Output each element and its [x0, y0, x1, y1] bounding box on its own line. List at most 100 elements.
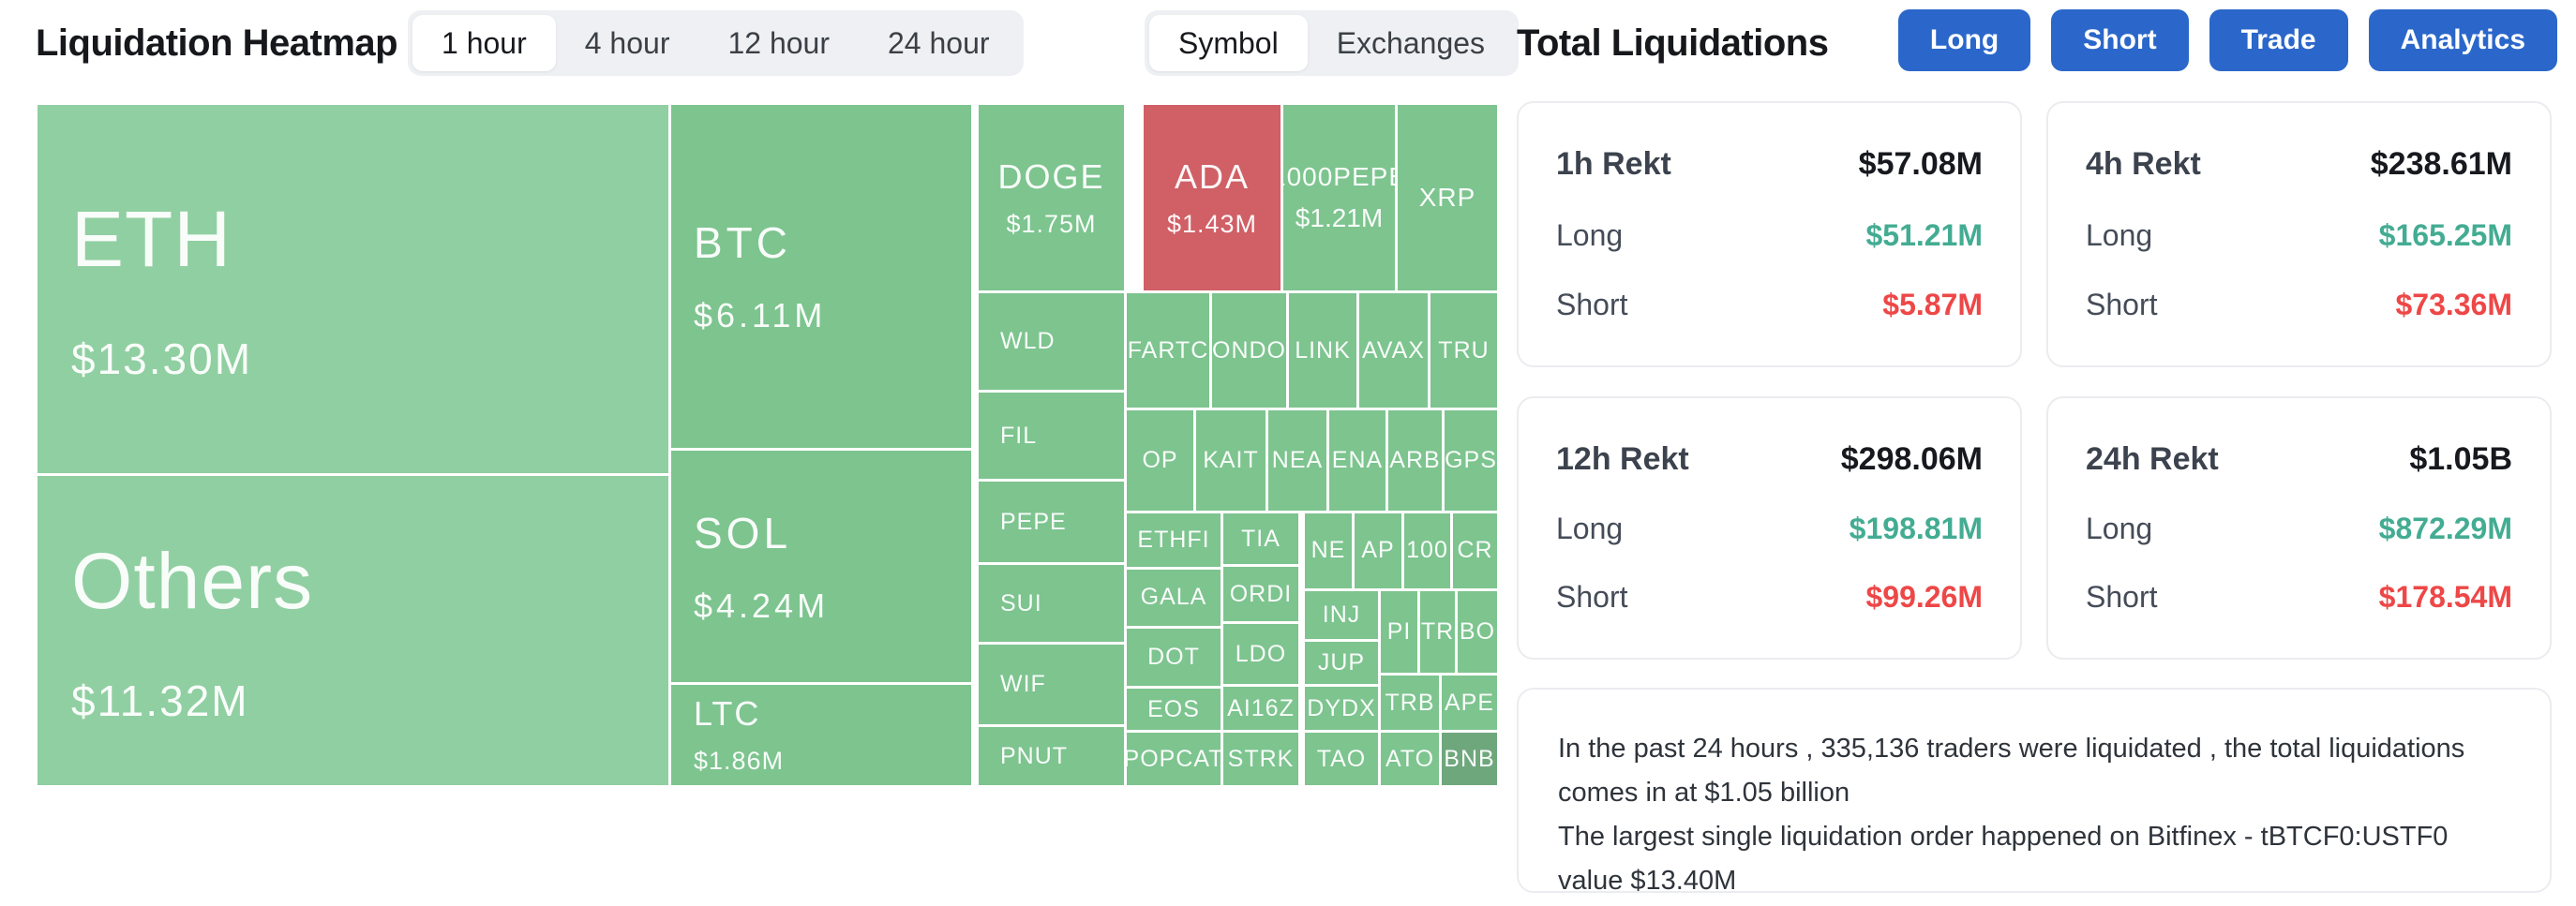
- treemap-cell-op[interactable]: OP: [1127, 409, 1193, 511]
- treemap-cell-xrp[interactable]: XRP: [1398, 105, 1497, 290]
- treemap-cell-label: ATO: [1385, 745, 1435, 772]
- treemap-cell-tr[interactable]: TR: [1420, 591, 1455, 673]
- treemap-cell-gps[interactable]: GPS: [1445, 409, 1497, 511]
- treemap-cell-fartc[interactable]: FARTC: [1127, 293, 1209, 408]
- treemap-cell-ato[interactable]: ATO: [1381, 733, 1439, 785]
- treemap-cell-label: LTC: [694, 694, 761, 733]
- treemap-cell-label: ETH: [71, 195, 232, 283]
- treemap-cell-label: ETHFI: [1137, 527, 1210, 553]
- treemap-cell-cr[interactable]: CR: [1453, 513, 1497, 588]
- tab-24-hour[interactable]: 24 hour: [888, 25, 990, 60]
- treemap-cell-sol[interactable]: SOL $4.24M: [671, 451, 971, 682]
- treemap-cell-label: BO: [1459, 618, 1496, 645]
- trade-button[interactable]: Trade: [2209, 9, 2348, 71]
- treemap-cell-ai16z[interactable]: AI16Z: [1223, 687, 1298, 730]
- treemap-cell-link[interactable]: LINK: [1289, 293, 1356, 408]
- treemap-cell-label: LDO: [1235, 640, 1287, 667]
- treemap-cell-label: BTC: [694, 218, 791, 267]
- view-mode-tabs: Symbol Exchanges: [1145, 10, 1520, 76]
- page-title: Liquidation Heatmap: [36, 22, 398, 64]
- treemap-cell-label: AI16Z: [1227, 694, 1295, 721]
- treemap-cell-wld[interactable]: WLD: [979, 293, 1124, 390]
- short-button[interactable]: Short: [2051, 9, 2189, 71]
- long-value: $198.81M: [1849, 512, 1983, 545]
- treemap-cell-tru[interactable]: TRU: [1430, 293, 1497, 408]
- treemap-cell-trb[interactable]: TRB: [1381, 676, 1439, 730]
- treemap-cell-wif[interactable]: WIF: [979, 645, 1124, 724]
- treemap-cell-bnb[interactable]: BNB: [1442, 733, 1497, 785]
- treemap-cell-inj[interactable]: INJ: [1305, 591, 1378, 639]
- treemap-cell-others[interactable]: Others$11.32M: [37, 476, 668, 785]
- treemap-cell-sui[interactable]: SUI: [979, 565, 1124, 642]
- card-row: Short$178.54M: [2086, 580, 2512, 615]
- treemap-cell-tao[interactable]: TAO: [1305, 733, 1378, 785]
- treemap-cell-pnut[interactable]: PNUT: [979, 727, 1124, 785]
- short-value: $73.36M: [2395, 288, 2512, 321]
- treemap-cell-nea[interactable]: NEA: [1268, 409, 1326, 511]
- treemap-cell-fil[interactable]: FIL: [979, 393, 1124, 479]
- treemap-cell-ldo[interactable]: LDO: [1223, 624, 1298, 684]
- treemap-cell-value: $6.11M: [694, 296, 827, 334]
- treemap-cell-pi[interactable]: PI: [1381, 591, 1417, 673]
- treemap-cell-label: TRB: [1385, 689, 1435, 716]
- treemap-cell-label: AP: [1361, 537, 1395, 564]
- treemap-cell-dot[interactable]: DOT: [1127, 629, 1221, 686]
- treemap-cell-value: $11.32M: [71, 676, 249, 725]
- treemap-cell-label: ARB: [1389, 446, 1441, 473]
- treemap-cell-ordi[interactable]: ORDI: [1223, 567, 1298, 621]
- treemap-cell-ena[interactable]: ENA: [1329, 409, 1385, 511]
- treemap-cell-label: FARTC: [1127, 336, 1209, 364]
- treemap-cell-bo[interactable]: BO: [1458, 591, 1497, 673]
- treemap-cell-value: $1.86M: [694, 747, 785, 775]
- treemap-cell-eth[interactable]: ETH$13.30M: [37, 105, 668, 473]
- treemap-cell-eos[interactable]: EOS: [1127, 689, 1221, 730]
- treemap-cell-ada[interactable]: ADA$1.43M: [1143, 105, 1281, 290]
- treemap-cell-label: ENA: [1331, 446, 1384, 473]
- treemap-cell-jup[interactable]: JUP: [1305, 642, 1378, 684]
- treemap-cell-value: $4.24M: [694, 586, 830, 625]
- treemap-cell-gala[interactable]: GALA: [1127, 570, 1221, 626]
- tab-12-hour[interactable]: 12 hour: [727, 25, 830, 60]
- treemap-cell-ethfi[interactable]: ETHFI: [1127, 513, 1221, 567]
- treemap-cell-doge[interactable]: DOGE$1.75M: [979, 105, 1124, 290]
- long-button[interactable]: Long: [1897, 9, 2031, 71]
- treemap-cell-100[interactable]: 100: [1404, 513, 1450, 588]
- treemap-cell-dydx[interactable]: DYDX: [1305, 687, 1378, 730]
- treemap-cell-arb[interactable]: ARB: [1388, 409, 1442, 511]
- treemap-cell-label: XRP: [1418, 183, 1476, 212]
- treemap-cell-tia[interactable]: TIA: [1223, 513, 1298, 564]
- treemap-cell-label: AVAX: [1361, 336, 1425, 364]
- long-label: Long: [1556, 512, 1624, 545]
- treemap-cell-label: GPS: [1445, 446, 1497, 473]
- treemap-cell-label: SOL: [694, 508, 792, 557]
- treemap-cell-label: CR: [1457, 537, 1493, 564]
- rekt-total-value: $57.08M: [1858, 146, 1983, 182]
- treemap-cell-ltc[interactable]: LTC $1.86M: [671, 685, 971, 785]
- treemap-cell-strk[interactable]: STRK: [1223, 733, 1298, 785]
- tab-1-hour[interactable]: 1 hour: [412, 15, 556, 71]
- treemap-cell-label: DOT: [1147, 644, 1200, 670]
- treemap-cell-1000pepe[interactable]: 1000PEPE$1.21M: [1283, 105, 1395, 290]
- tab-exchanges[interactable]: Exchanges: [1336, 25, 1486, 60]
- treemap-cell-ondo[interactable]: ONDO: [1212, 293, 1286, 408]
- card-row: Long$165.25M: [2086, 218, 2512, 253]
- treemap-cell-value: $1.43M: [1166, 209, 1257, 238]
- treemap-cell-avax[interactable]: AVAX: [1359, 293, 1428, 408]
- tab-4-hour[interactable]: 4 hour: [584, 25, 670, 60]
- treemap-cell-label: OP: [1142, 446, 1178, 473]
- treemap-cell-btc[interactable]: BTC $6.11M: [671, 105, 971, 448]
- treemap-cell-label: KAIT: [1203, 446, 1259, 473]
- treemap-cell-popcat[interactable]: POPCAT: [1127, 733, 1221, 785]
- treemap-cell-pepe[interactable]: PEPE: [979, 482, 1124, 562]
- tab-symbol[interactable]: Symbol: [1149, 15, 1308, 71]
- treemap-cell-ape[interactable]: APE: [1442, 676, 1497, 730]
- treemap-cell-ne[interactable]: NE: [1305, 513, 1352, 588]
- treemap-cell-value: $1.75M: [1006, 209, 1097, 238]
- analytics-button[interactable]: Analytics: [2368, 9, 2557, 71]
- treemap-cell-kait[interactable]: KAIT: [1196, 409, 1266, 511]
- treemap-cell-ap[interactable]: AP: [1355, 513, 1401, 588]
- treemap-cell-label: FIL: [1000, 422, 1038, 449]
